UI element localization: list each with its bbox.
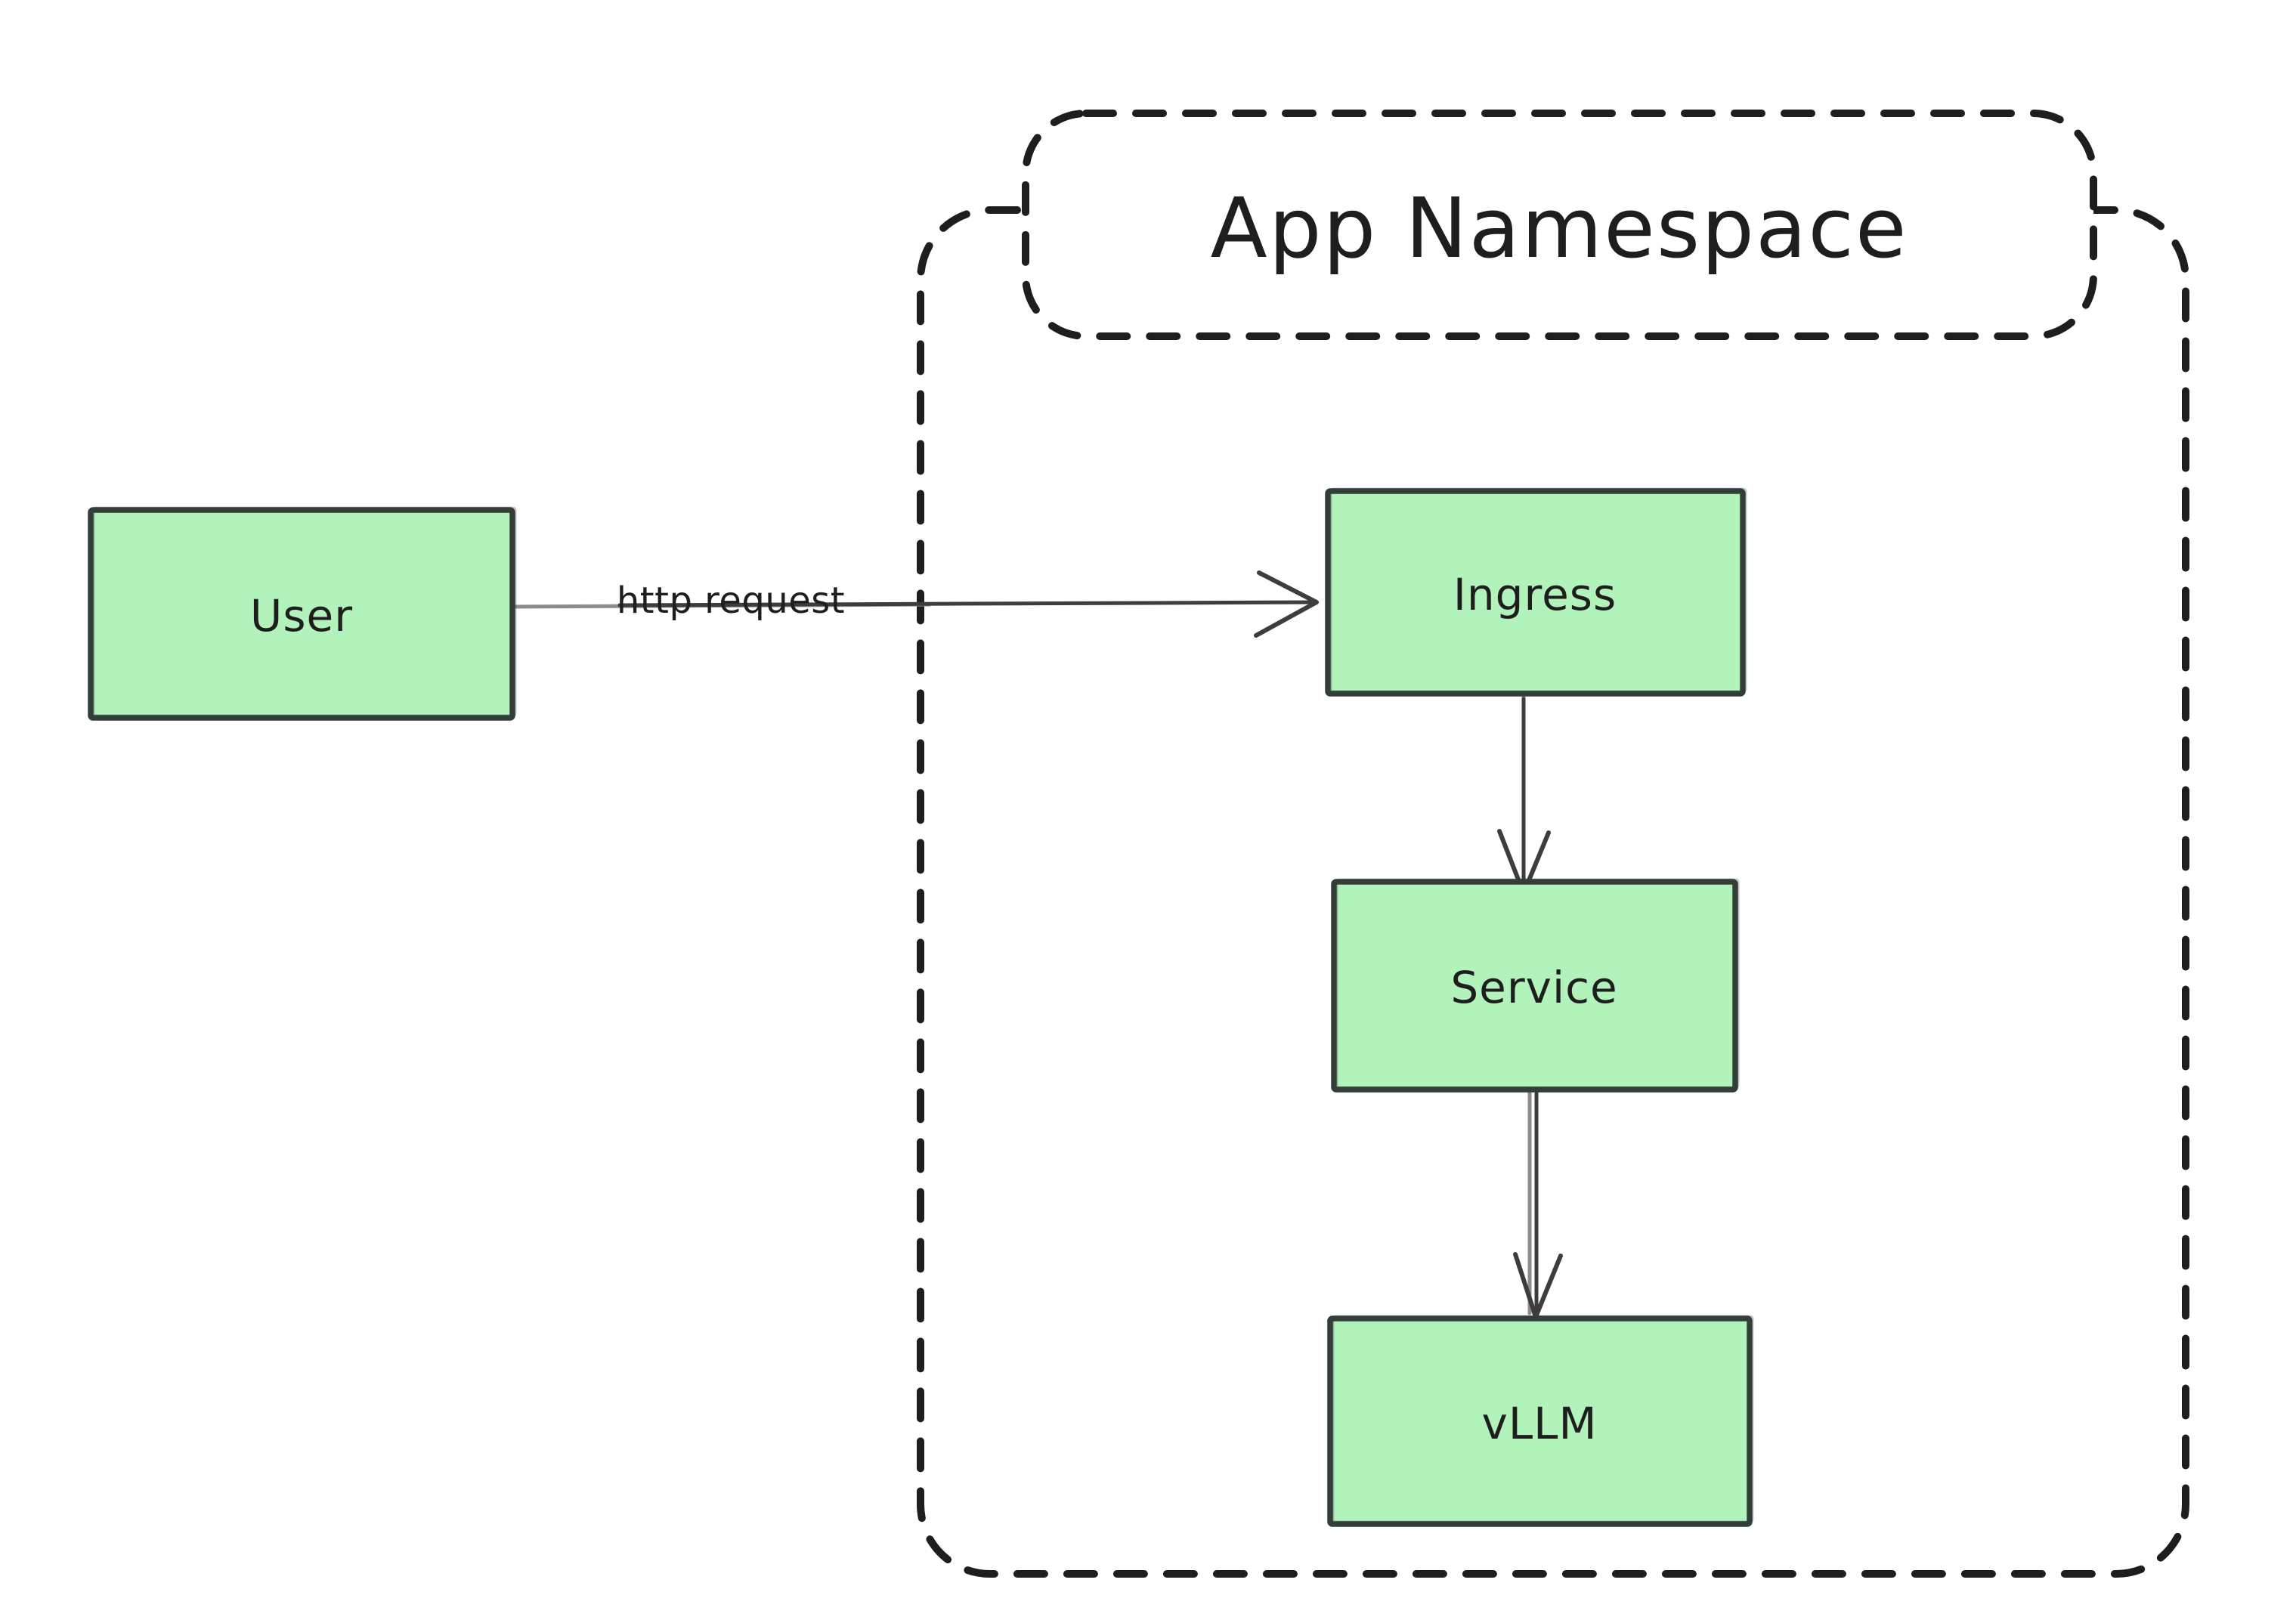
ingress-node: Ingress: [1325, 487, 1747, 697]
app-namespace-title: App Namespace: [1210, 180, 1908, 277]
ingress-node-rough-outline: [1329, 487, 1747, 693]
ingress-node-rect: [1325, 488, 1746, 697]
service-node-rect: [1331, 879, 1738, 1093]
user-node-rect: [88, 507, 515, 721]
edge-user-ingress: http request: [503, 570, 1319, 638]
vllm-node-label: vLLM: [1482, 1398, 1598, 1449]
service-node-label: Service: [1450, 962, 1617, 1013]
edge-user-ingress-line: [617, 600, 1319, 607]
vllm-node-rough-outline: [1332, 1315, 1754, 1523]
ingress-node-label: Ingress: [1453, 569, 1617, 620]
vllm-node-rect: [1327, 1315, 1753, 1527]
service-node-rough-outline: [1335, 878, 1740, 1089]
user-node-rough-outline: [92, 506, 517, 717]
edge-user-ingress-arrowhead: [1254, 570, 1319, 638]
vllm-node: vLLM: [1327, 1315, 1754, 1527]
edge-user-ingress-label: http request: [617, 580, 845, 622]
app-namespace-title-box: [1022, 110, 2097, 340]
user-node: User: [88, 506, 517, 721]
user-node-label: User: [250, 590, 353, 641]
service-node: Service: [1331, 878, 1740, 1093]
